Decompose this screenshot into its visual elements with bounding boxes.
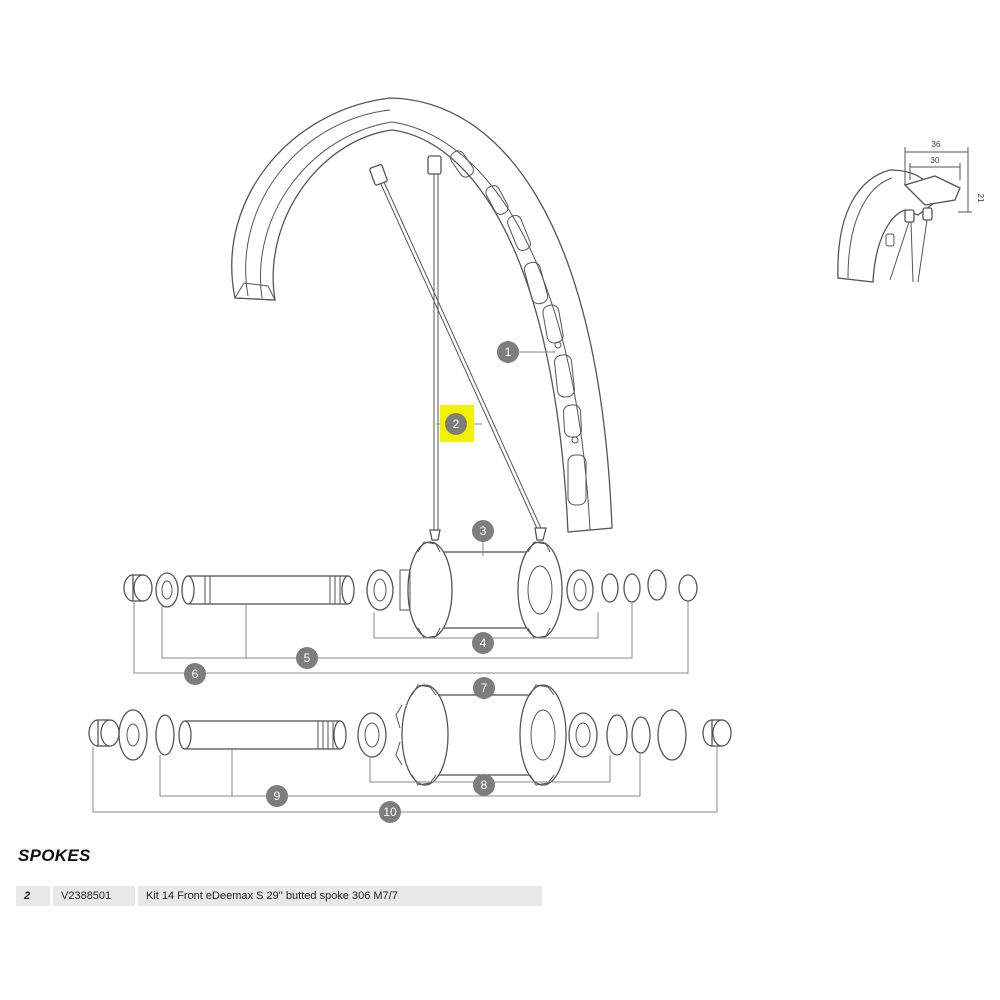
callout-2[interactable]: 2 — [445, 413, 467, 435]
spoke-nipple — [369, 164, 388, 186]
exploded-wheel-diagram: 1 2 3 4 5 6 7 8 9 10 36 30 21 — [88, 97, 985, 823]
callout-10-label: 10 — [383, 805, 397, 819]
rim — [231, 97, 613, 533]
part-number: 2 — [16, 886, 50, 906]
front-hub-assembly — [123, 541, 698, 639]
callout-7[interactable]: 7 — [473, 677, 495, 699]
callout-4[interactable]: 4 — [472, 632, 494, 654]
callout-8[interactable]: 8 — [473, 774, 495, 796]
callout-9-label: 9 — [274, 789, 281, 803]
rim-profile-detail: 36 30 21 — [837, 140, 985, 283]
dim-outer-width: 36 — [932, 140, 941, 149]
part-description: Kit 14 Front eDeemax S 29'' butted spoke… — [138, 886, 542, 906]
parts-table-row[interactable]: 2 V2388501 Kit 14 Front eDeemax S 29'' b… — [16, 886, 542, 906]
callout-1[interactable]: 1 — [497, 341, 519, 363]
section-title: SPOKES — [18, 846, 91, 865]
callout-9[interactable]: 9 — [266, 785, 288, 807]
dim-inner-width: 30 — [931, 156, 940, 165]
callout-7-label: 7 — [481, 681, 488, 695]
callout-3-label: 3 — [480, 524, 487, 538]
callout-8-label: 8 — [481, 778, 488, 792]
callout-1-label: 1 — [505, 345, 512, 359]
spokes — [369, 155, 547, 541]
callout-4-label: 4 — [480, 636, 487, 650]
dim-height: 21 — [976, 194, 985, 203]
callout-5-label: 5 — [304, 651, 311, 665]
callout-10[interactable]: 10 — [379, 801, 401, 823]
callout-6-label: 6 — [192, 667, 199, 681]
rear-hub-assembly — [88, 684, 732, 786]
callout-3[interactable]: 3 — [472, 520, 494, 542]
callout-2-label: 2 — [453, 417, 460, 431]
part-reference: V2388501 — [53, 886, 135, 906]
callout-5[interactable]: 5 — [296, 647, 318, 669]
spoke-nipple — [427, 155, 442, 175]
callout-6[interactable]: 6 — [184, 663, 206, 685]
